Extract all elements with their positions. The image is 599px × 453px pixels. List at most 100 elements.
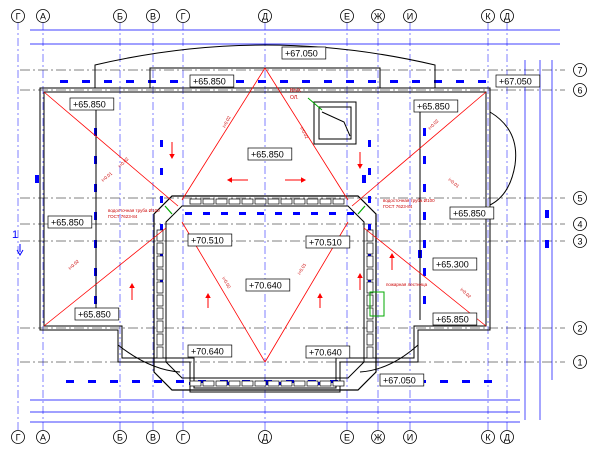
hatch-note-2: ОЛ. — [290, 95, 299, 101]
glazing-cell — [156, 255, 164, 268]
glazing-cell — [366, 281, 374, 294]
elevation-box — [245, 278, 291, 292]
drain-marker — [160, 224, 163, 231]
elevation-box — [449, 206, 495, 220]
glazing-cell — [280, 198, 293, 205]
elevation-upper-left-parapet: +65.850 — [193, 77, 226, 87]
drain-marker — [88, 380, 96, 383]
axis-bubble — [371, 430, 385, 444]
axis-bubble — [146, 430, 160, 444]
axis-bubble — [573, 83, 587, 97]
axis-number: 6 — [577, 86, 582, 96]
drain-marker — [35, 175, 39, 183]
axis-bubble — [371, 9, 385, 23]
axis-bubble — [500, 430, 514, 444]
drain-marker — [203, 212, 210, 215]
axis-bubble — [573, 355, 587, 369]
elevation-right-300: +65.300 — [436, 260, 469, 270]
drain-marker — [198, 380, 206, 383]
elevation-right-mid: +65.850 — [453, 209, 486, 219]
glazing-cell — [366, 255, 374, 268]
arrow-head — [205, 292, 211, 299]
drain-right-line1: водосточная труба Ø100 — [383, 198, 435, 203]
drain-marker — [484, 380, 492, 383]
drain-marker — [423, 240, 426, 248]
elevation-box — [305, 235, 351, 249]
drain-marker — [236, 80, 244, 83]
axis-letter: Д — [504, 12, 510, 22]
drain-marker — [293, 212, 300, 215]
axis-number: 2 — [577, 324, 582, 334]
axis-bubble — [500, 9, 514, 23]
elevation-box — [187, 233, 233, 247]
elevation-box — [495, 74, 541, 88]
arrow-head — [129, 282, 135, 289]
elevation-inner-center: +70.640 — [249, 281, 282, 291]
glazing-cell — [366, 229, 374, 242]
glazing-cell — [254, 198, 267, 205]
glazing-cell — [267, 380, 280, 387]
axis-letter: Б — [117, 433, 123, 443]
axis-bubble — [481, 430, 495, 444]
drain-marker — [160, 140, 163, 147]
drain-marker — [368, 224, 371, 231]
drain-notes: водосточная труба Ø100 ГОСТ 7623-84 водо… — [108, 88, 435, 317]
axis-bubble — [146, 9, 160, 23]
elevation-box — [69, 97, 115, 111]
axis-number: 4 — [577, 220, 582, 230]
glazing-cell — [202, 380, 215, 387]
arrow-head — [357, 272, 363, 279]
axis-bubble — [258, 430, 272, 444]
glazing-cell — [366, 268, 374, 281]
glazing-cell — [156, 320, 164, 333]
drain-marker — [239, 212, 246, 215]
elevation-left-top: +65.850 — [73, 100, 106, 110]
elevation-box — [74, 307, 120, 321]
axis-letter: Ж — [374, 433, 383, 443]
drain-right-line2: ГОСТ 7623-84 — [383, 204, 413, 209]
axis-letter: Д — [262, 433, 268, 443]
drain-marker — [440, 380, 448, 383]
arrow-head — [389, 252, 395, 259]
roof-hatch — [313, 101, 357, 145]
slope-arrows — [129, 142, 395, 308]
elevation-inner-tr: +70.510 — [309, 238, 342, 248]
elevation-box — [281, 46, 327, 60]
axis-bubble — [36, 430, 50, 444]
axis-bubble — [113, 9, 127, 23]
elevation-inner-bl: +70.640 — [191, 347, 224, 357]
axis-number: 3 — [577, 237, 582, 247]
glazing-cell — [293, 380, 306, 387]
glazing-cell — [241, 198, 254, 205]
axis-letter: В — [150, 433, 156, 443]
elevation-right-top: +65.850 — [417, 102, 450, 112]
axis-letter: А — [40, 433, 46, 443]
glazing-cell — [254, 380, 267, 387]
axis-bubble — [403, 430, 417, 444]
drain-marker — [185, 212, 192, 215]
axis-bubble — [573, 63, 587, 77]
axis-bubble — [11, 9, 25, 23]
glazing-cell — [215, 380, 228, 387]
drain-marker — [160, 168, 163, 175]
elevation-bottom-center: +67.050 — [383, 376, 416, 386]
drain-marker — [126, 80, 134, 83]
drain-marker — [302, 80, 310, 83]
drain-marker — [423, 296, 426, 304]
axis-bubble — [258, 9, 272, 23]
glazing-cell — [366, 320, 374, 333]
slope-label: i=0.02 — [221, 115, 231, 129]
ladder-note: пожарная лестница — [386, 282, 428, 287]
elevation-left-mid: +65.850 — [51, 218, 84, 228]
hatch-note-1: ВЫХ — [290, 88, 302, 94]
drain-marker — [160, 196, 163, 203]
drain-marker — [478, 80, 486, 83]
elevation-box — [413, 99, 459, 113]
drain-marker — [368, 252, 371, 259]
elevation-right-corner: +67.050 — [499, 77, 532, 87]
elevation-box — [379, 373, 425, 387]
drain-marker — [362, 175, 366, 183]
drain-marker — [225, 382, 232, 385]
arrow-head — [357, 163, 363, 170]
